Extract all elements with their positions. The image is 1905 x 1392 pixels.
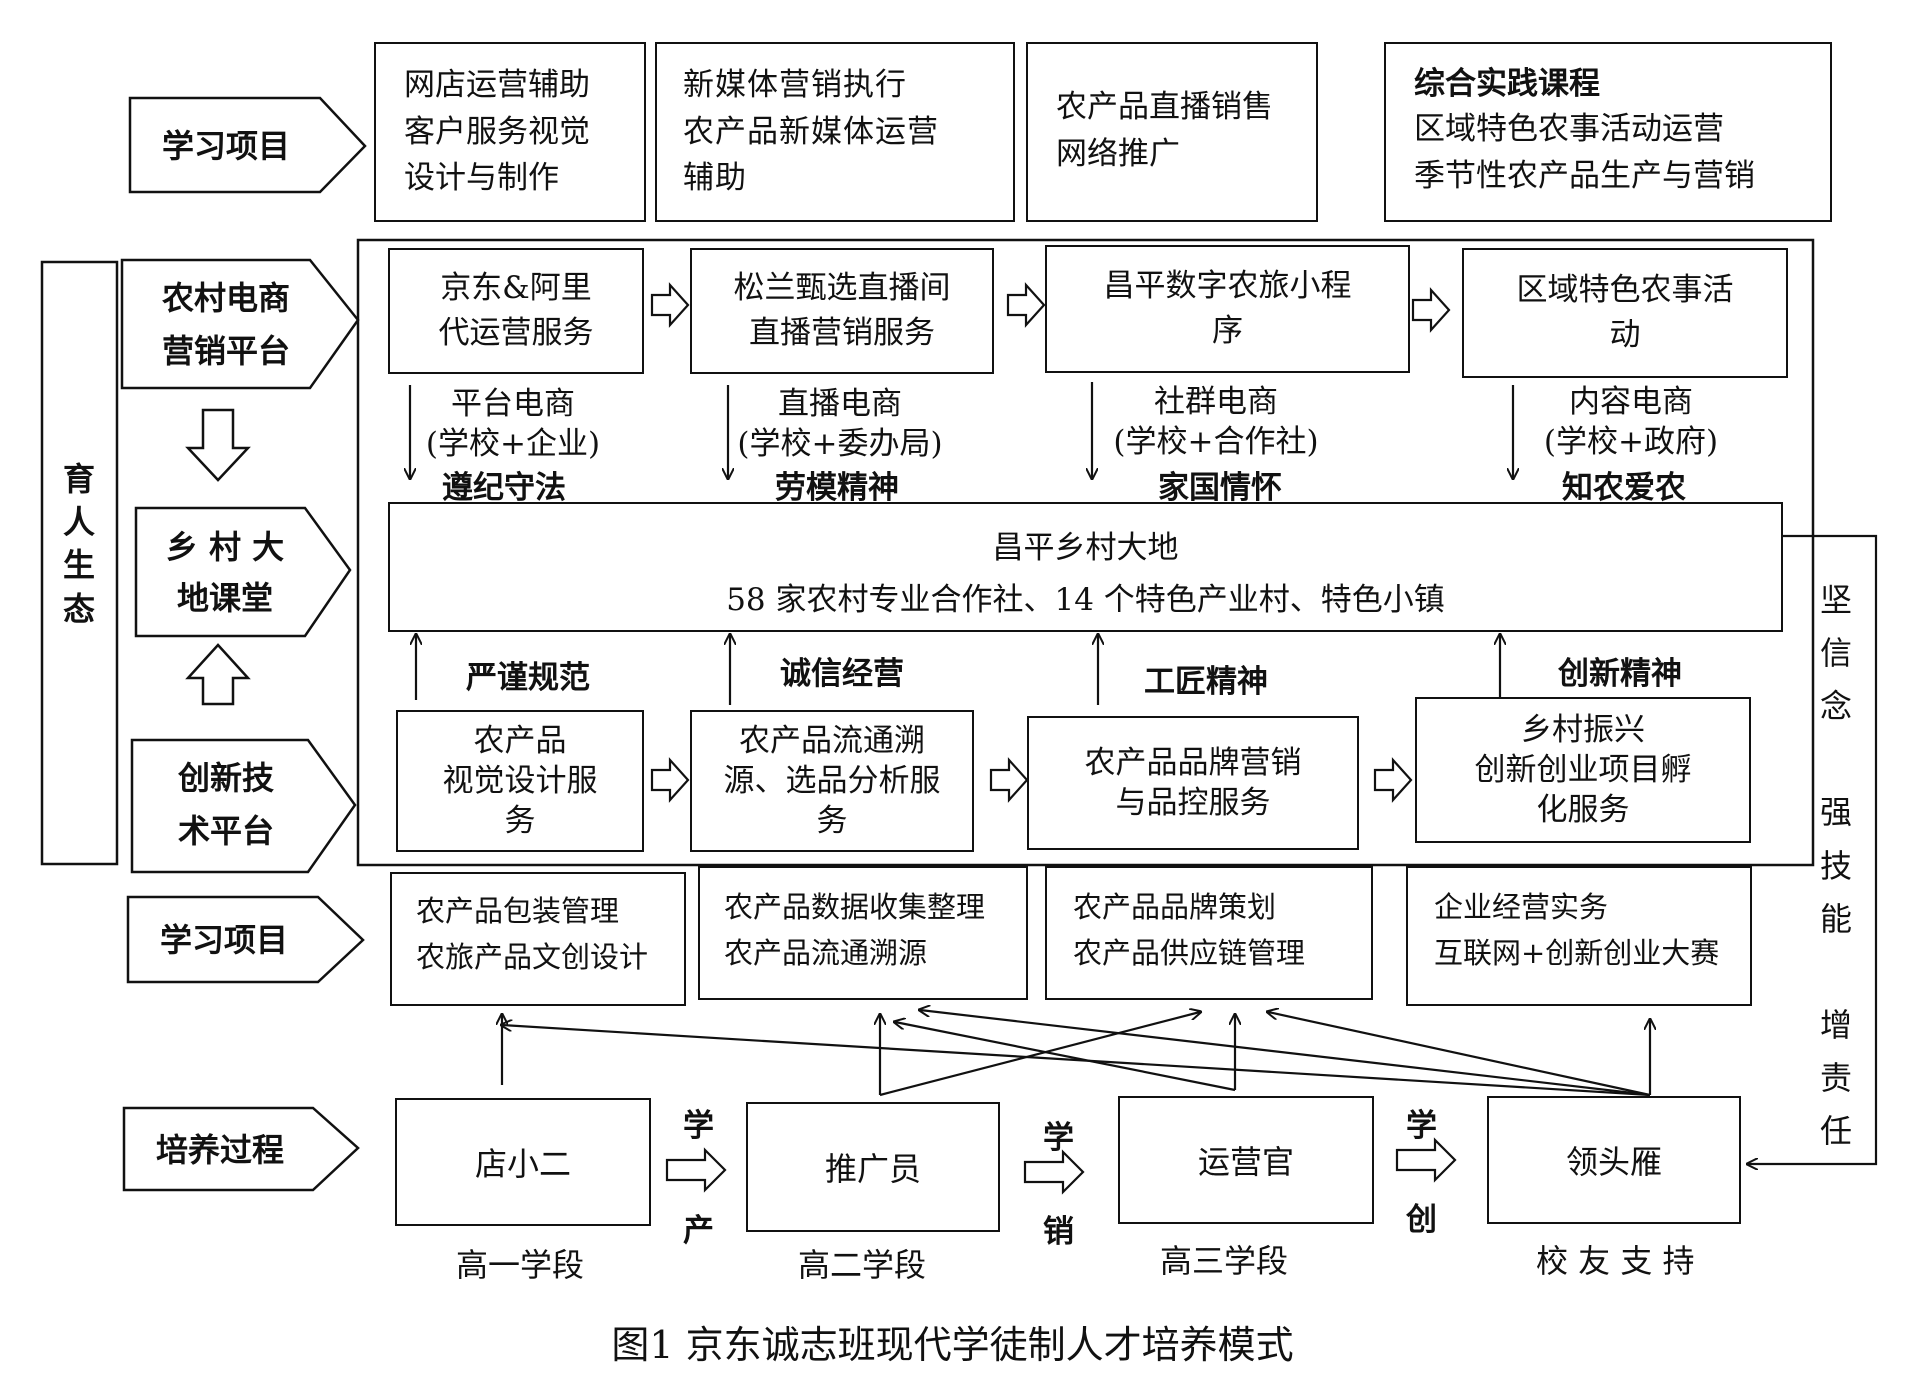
transition-2-top: 学 <box>1043 1120 1074 1156</box>
service-visual-design: 农产品 视觉设计服 务 <box>396 710 644 852</box>
stage-3: 高三学段 <box>1160 1242 1289 1280</box>
spirit-top-1: 遵纪守法 <box>442 470 566 506</box>
top-project-2: 新媒体营销执行 农产品新媒体运营 辅助 <box>655 42 1015 222</box>
role-shop-assistant: 店小二 <box>395 1098 651 1226</box>
tag-ecommerce: 农村电商 营销平台 <box>161 279 290 370</box>
bottom-project-2-text: 农产品数据收集整理 农产品流通溯源 <box>724 890 986 971</box>
spirit-top-2: 劳模精神 <box>775 470 899 506</box>
top-project-4-text: 区域特色农事活动运营 季节性农产品生产与营销 <box>1414 111 1755 194</box>
bottom-project-1-text: 农产品包装管理 农旅产品文创设计 <box>416 894 649 975</box>
center-box-subtitle: 58 家农村专业合作社、14 个特色产业村、特色小镇 <box>726 582 1445 618</box>
stage-4: 校 友 支 持 <box>1536 1242 1695 1280</box>
platform-livestream-text: 松兰甄选直播间 直播营销服务 <box>733 270 951 351</box>
service-incubation: 乡村振兴 创新创业项目孵 化服务 <box>1415 697 1751 843</box>
ecommerce-type-4: 内容电商 (学校+政府) <box>1543 384 1719 461</box>
stage-1: 高一学段 <box>456 1246 585 1284</box>
ecommerce-type-2: 直播电商 (学校+委办局) <box>737 386 943 463</box>
bottom-project-4-text: 企业经营实务 互联网+创新创业大赛 <box>1434 890 1720 971</box>
platform-jd-ali-text: 京东&阿里 代运营服务 <box>438 270 594 351</box>
ecommerce-type-1: 平台电商 (学校+企业) <box>425 386 601 463</box>
hollow-arrow-up <box>185 643 251 706</box>
service-incubation-text: 乡村振兴 创新创业项目孵 化服务 <box>1474 711 1692 829</box>
transition-3-top: 学 <box>1406 1108 1437 1144</box>
spirit-bottom-2: 诚信经营 <box>780 656 904 692</box>
transition-1-top: 学 <box>683 1108 714 1144</box>
tag-training: 培养过程 <box>155 1131 284 1169</box>
top-project-3: 农产品直播销售 网络推广 <box>1026 42 1318 222</box>
side-left-label: 育 人 生 态 <box>62 460 95 628</box>
bottom-project-2: 农产品数据收集整理 农产品流通溯源 <box>698 866 1028 1000</box>
tag-classroom: 乡 村 大 地课堂 <box>165 528 285 618</box>
top-project-1-text: 网店运营辅助 客户服务视觉 设计与制作 <box>404 67 590 196</box>
service-traceability-text: 农产品流通溯 源、选品分析服 务 <box>723 722 941 840</box>
transition-2-bottom: 销 <box>1043 1214 1074 1250</box>
service-visual-design-text: 农产品 视觉设计服 务 <box>442 722 598 840</box>
top-project-1: 网店运营辅助 客户服务视觉 设计与制作 <box>374 42 646 222</box>
bottom-project-1: 农产品包装管理 农旅产品文创设计 <box>390 872 686 1006</box>
tag-study-bottom: 学习项目 <box>159 921 288 959</box>
bottom-project-3-text: 农产品品牌策划 农产品供应链管理 <box>1073 890 1306 971</box>
side-right-label: 坚 信 念 强 技 能 增 责 任 <box>1819 581 1852 1151</box>
platform-mini-program: 昌平数字农旅小程 序 <box>1045 245 1410 373</box>
role-promoter-text: 推广员 <box>824 1150 921 1188</box>
bottom-project-3: 农产品品牌策划 农产品供应链管理 <box>1045 866 1373 1000</box>
platform-jd-ali: 京东&阿里 代运营服务 <box>388 248 644 374</box>
bottom-project-4: 企业经营实务 互联网+创新创业大赛 <box>1406 866 1752 1006</box>
service-brand-marketing-text: 农产品品牌营销 与品控服务 <box>1084 744 1302 821</box>
platform-livestream: 松兰甄选直播间 直播营销服务 <box>690 248 994 374</box>
figure-caption: 图1 京东诚志班现代学徒制人才培养模式 <box>611 1323 1294 1367</box>
hollow-arrow-down <box>185 408 251 482</box>
top-project-2-text: 新媒体营销执行 农产品新媒体运营 辅助 <box>683 67 939 196</box>
top-project-3-text: 农产品直播销售 网络推广 <box>1056 89 1273 172</box>
center-box: 昌平乡村大地 58 家农村专业合作社、14 个特色产业村、特色小镇 <box>388 502 1783 632</box>
role-promoter: 推广员 <box>746 1102 1000 1232</box>
spirit-bottom-1: 严谨规范 <box>466 660 590 696</box>
transition-3-bottom: 创 <box>1406 1202 1437 1238</box>
top-project-4-title: 综合实践课程 <box>1414 66 1600 102</box>
service-traceability: 农产品流通溯 源、选品分析服 务 <box>690 710 974 852</box>
center-box-title: 昌平乡村大地 <box>992 530 1179 566</box>
role-leader-text: 领头雁 <box>1565 1143 1662 1181</box>
top-project-4: 综合实践课程 区域特色农事活动运营 季节性农产品生产与营销 <box>1384 42 1832 222</box>
transition-1-bottom: 产 <box>683 1213 714 1249</box>
spirit-top-3: 家国情怀 <box>1158 470 1282 506</box>
role-shop-assistant-text: 店小二 <box>474 1145 571 1183</box>
service-brand-marketing: 农产品品牌营销 与品控服务 <box>1027 716 1359 850</box>
role-operator-text: 运营官 <box>1197 1143 1294 1181</box>
role-operator: 运营官 <box>1118 1096 1374 1224</box>
tag-study-top: 学习项目 <box>161 127 290 165</box>
platform-farm-activity: 区域特色农事活 动 <box>1462 248 1788 378</box>
spirit-bottom-4: 创新精神 <box>1558 656 1682 692</box>
ecommerce-type-3: 社群电商 (学校+合作社) <box>1113 384 1319 461</box>
platform-mini-program-text: 昌平数字农旅小程 序 <box>1103 268 1352 349</box>
spirit-top-4: 知农爱农 <box>1562 470 1686 506</box>
role-leader: 领头雁 <box>1487 1096 1741 1224</box>
spirit-bottom-3: 工匠精神 <box>1144 664 1268 700</box>
platform-farm-activity-text: 区域特色农事活 动 <box>1516 272 1734 353</box>
tag-innovation: 创新技 术平台 <box>177 759 274 850</box>
stage-2: 高二学段 <box>798 1246 927 1284</box>
